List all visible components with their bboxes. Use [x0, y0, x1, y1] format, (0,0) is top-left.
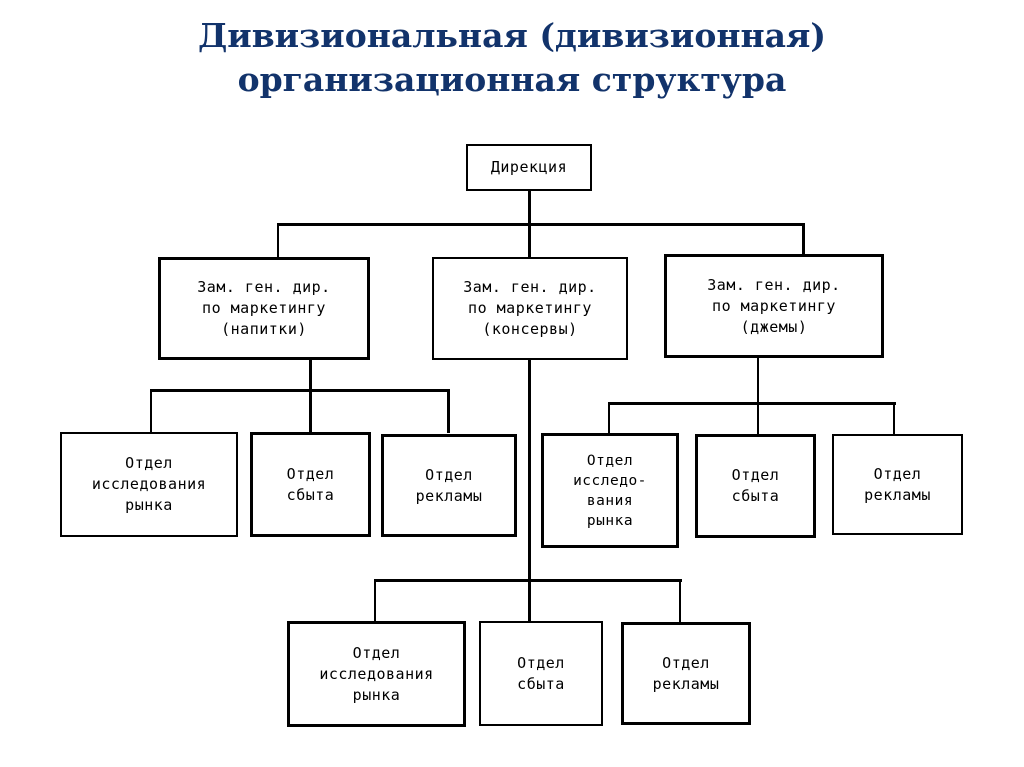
node-drinks-research[interactable]: Отдел исследования рынка: [60, 432, 238, 537]
page-title-line-2: организационная структура: [237, 60, 787, 99]
node-jams-ads[interactable]: Отдел рекламы: [832, 434, 963, 535]
connector-to-deputy-drinks: [277, 223, 279, 259]
node-canned-research-label: Отдел исследования рынка: [319, 643, 434, 704]
page-title: Дивизиональная (дивизионная) организацио…: [0, 14, 1024, 102]
node-jams-research[interactable]: Отдел исследо- вания рынка: [541, 433, 679, 548]
node-drinks-sales[interactable]: Отдел сбыта: [250, 432, 371, 537]
node-drinks-ads-label: Отдел рекламы: [415, 465, 483, 505]
connector-deputy-canned-stem: [528, 358, 531, 582]
node-drinks-ads[interactable]: Отдел рекламы: [381, 434, 517, 537]
connector-jams-bus: [608, 402, 896, 405]
node-jams-research-label: Отдел исследо- вания рынка: [573, 452, 647, 529]
node-deputy-jams[interactable]: Зам. ген. дир. по маркетингу (джемы): [664, 254, 884, 358]
connector-to-canned-research: [374, 579, 376, 622]
connector-to-drinks-research: [150, 389, 152, 433]
connector-to-canned-ads: [679, 579, 681, 622]
connector-drinks-bus: [150, 389, 450, 392]
connector-to-drinks-ads: [447, 389, 450, 433]
connector-direction-stem: [528, 190, 531, 226]
node-canned-sales[interactable]: Отдел сбыта: [479, 621, 603, 726]
node-canned-research[interactable]: Отдел исследования рынка: [287, 621, 466, 727]
connector-deputy-drinks-stem: [309, 358, 312, 392]
node-direction-label: Дирекция: [490, 158, 568, 176]
node-deputy-canned[interactable]: Зам. ген. дир. по маркетингу (консервы): [432, 257, 628, 360]
connector-to-drinks-sales: [309, 389, 312, 433]
page-title-line-1: Дивизиональная (дивизионная): [197, 16, 827, 55]
connector-to-canned-sales: [528, 579, 531, 622]
node-drinks-sales-label: Отдел сбыта: [286, 464, 335, 504]
node-canned-ads-label: Отдел рекламы: [652, 653, 720, 693]
node-direction[interactable]: Дирекция: [466, 144, 592, 191]
node-canned-sales-label: Отдел сбыта: [517, 653, 565, 693]
connector-level1-bus: [277, 223, 805, 226]
node-jams-sales-label: Отдел сбыта: [731, 466, 780, 505]
node-deputy-drinks-label: Зам. ген. дир. по маркетингу (напитки): [197, 278, 331, 338]
connector-deputy-jams-stem: [757, 358, 759, 404]
connector-to-jams-research: [608, 402, 610, 434]
node-jams-ads-label: Отдел рекламы: [864, 464, 931, 504]
connector-to-jams-sales: [757, 402, 759, 434]
node-deputy-jams-label: Зам. ген. дир. по маркетингу (джемы): [707, 275, 841, 336]
node-jams-sales[interactable]: Отдел сбыта: [695, 434, 816, 538]
connector-to-deputy-canned: [528, 223, 531, 259]
node-canned-ads[interactable]: Отдел рекламы: [621, 622, 751, 725]
node-drinks-research-label: Отдел исследования рынка: [91, 454, 207, 514]
node-deputy-canned-label: Зам. ген. дир. по маркетингу (консервы): [463, 278, 597, 338]
connector-to-deputy-jams: [802, 223, 805, 259]
node-deputy-drinks[interactable]: Зам. ген. дир. по маркетингу (напитки): [158, 257, 370, 360]
connector-to-jams-ads: [893, 402, 895, 434]
